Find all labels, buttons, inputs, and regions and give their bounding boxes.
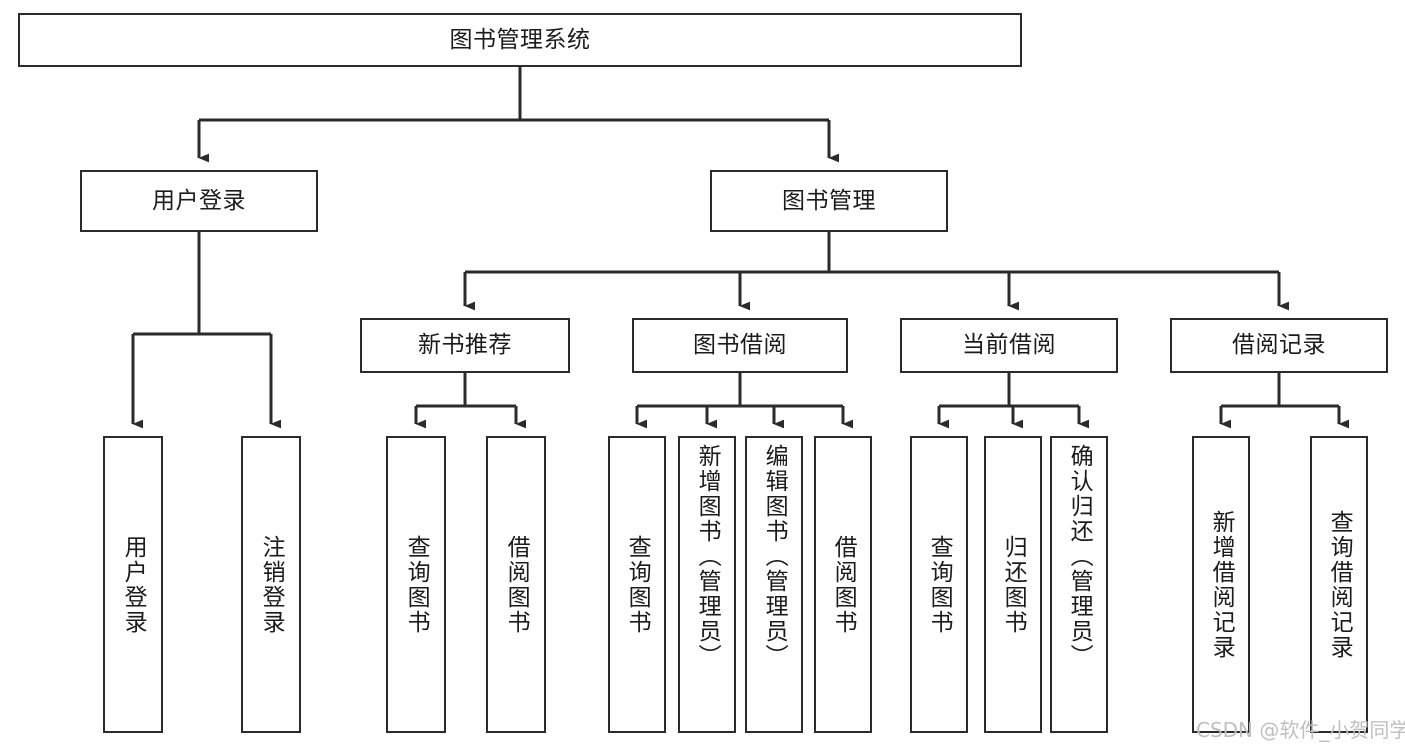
- edge-group-user-login: [131, 232, 282, 429]
- node-book-management[interactable]: 图书管理: [710, 170, 948, 232]
- node-leaf-confirm-return[interactable]: 确认归还（管理员）: [1050, 436, 1108, 733]
- node-leaf-edit-book-label: 编辑图书（管理员）: [761, 444, 788, 669]
- edge-group-root: [197, 67, 840, 163]
- node-leaf-query-book-rec[interactable]: 查询图书: [386, 436, 446, 733]
- edge-group-current-borrow: [937, 373, 1090, 429]
- node-user-login[interactable]: 用户登录: [80, 170, 318, 232]
- edge-group-borrow-record: [1219, 373, 1350, 429]
- node-leaf-borrow-book-rec[interactable]: 借阅图书: [486, 436, 546, 733]
- node-leaf-query-record[interactable]: 查询借阅记录: [1310, 436, 1368, 733]
- node-leaf-user-logout[interactable]: 注销登录: [241, 436, 301, 733]
- node-leaf-borrow-book-rec-label: 借阅图书: [503, 534, 530, 635]
- node-leaf-user-login[interactable]: 用户登录: [103, 436, 163, 733]
- edge-group-new-book-recommend: [414, 373, 527, 429]
- node-book-management-label: 图书管理: [782, 187, 876, 214]
- node-leaf-borrow-book-label: 借阅图书: [830, 534, 857, 635]
- node-leaf-return-book[interactable]: 归还图书: [984, 436, 1042, 733]
- edge-group-book-management: [463, 232, 1290, 311]
- node-borrow-record[interactable]: 借阅记录: [1170, 318, 1388, 373]
- node-leaf-user-login-label: 用户登录: [120, 534, 147, 635]
- node-root-system-label: 图书管理系统: [449, 26, 591, 53]
- node-leaf-add-record-label: 新增借阅记录: [1208, 509, 1235, 660]
- edge-group-book-borrow: [635, 373, 854, 429]
- node-book-borrow-label: 图书借阅: [693, 332, 787, 359]
- node-leaf-query-book-current-label: 查询图书: [926, 534, 953, 635]
- node-user-login-label: 用户登录: [152, 187, 246, 214]
- node-leaf-query-book-borrow[interactable]: 查询图书: [608, 436, 666, 733]
- node-book-borrow[interactable]: 图书借阅: [632, 318, 848, 373]
- node-new-book-recommend-label: 新书推荐: [418, 332, 512, 359]
- node-leaf-user-logout-label: 注销登录: [258, 534, 285, 635]
- node-current-borrow-label: 当前借阅: [962, 332, 1056, 359]
- node-leaf-query-book-current[interactable]: 查询图书: [910, 436, 968, 733]
- node-leaf-add-record[interactable]: 新增借阅记录: [1192, 436, 1250, 733]
- node-new-book-recommend[interactable]: 新书推荐: [360, 318, 570, 373]
- node-leaf-query-record-label: 查询借阅记录: [1326, 509, 1353, 660]
- node-leaf-query-book-borrow-label: 查询图书: [624, 534, 651, 635]
- node-current-borrow[interactable]: 当前借阅: [900, 318, 1118, 373]
- node-borrow-record-label: 借阅记录: [1232, 332, 1326, 359]
- node-leaf-confirm-return-label: 确认归还（管理员）: [1066, 444, 1093, 669]
- node-leaf-return-book-label: 归还图书: [1000, 534, 1027, 635]
- node-leaf-borrow-book[interactable]: 借阅图书: [814, 436, 872, 733]
- node-leaf-query-book-rec-label: 查询图书: [403, 534, 430, 635]
- node-root-system[interactable]: 图书管理系统: [18, 13, 1022, 67]
- node-leaf-add-book-label: 新增图书（管理员）: [694, 444, 721, 669]
- node-leaf-edit-book[interactable]: 编辑图书（管理员）: [745, 436, 803, 733]
- node-leaf-add-book[interactable]: 新增图书（管理员）: [678, 436, 736, 733]
